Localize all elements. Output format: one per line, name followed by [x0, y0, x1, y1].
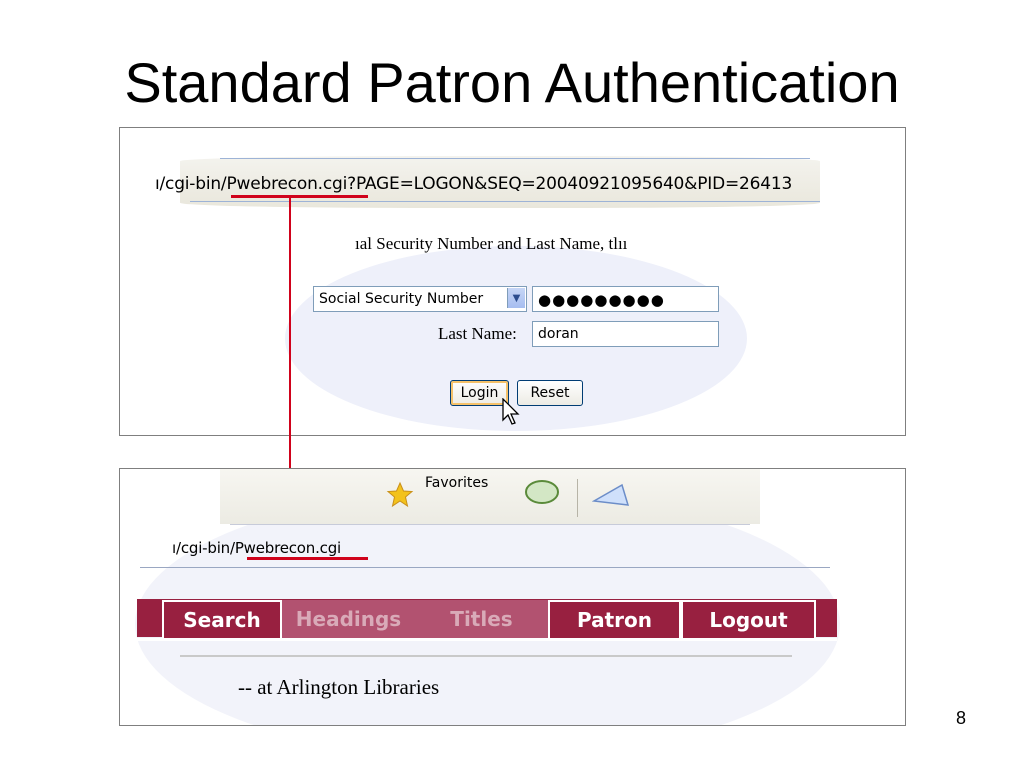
url-query: ?PAGE=LOGON&SEQ=20040921095640&PID=26413 — [347, 174, 793, 194]
mouse-pointer-icon — [502, 398, 520, 425]
tab-search[interactable]: Search — [162, 600, 282, 638]
page-number: 8 — [955, 708, 966, 728]
toolbar-bottom-line — [230, 524, 750, 525]
url-prefix: ı/cgi-bin/ — [155, 174, 227, 194]
address-bar-top-line — [220, 158, 810, 159]
last-name-input[interactable]: doran — [532, 321, 719, 347]
address-bar-bottom-line — [140, 567, 830, 568]
content-divider — [180, 655, 792, 657]
url-prefix: ı/cgi-bin/ — [172, 539, 235, 557]
id-number-input[interactable]: ●●●●●●●●● — [532, 286, 719, 312]
url-script: Pwebrecon.cgi — [226, 174, 348, 194]
history-icon — [525, 480, 559, 504]
reset-button[interactable]: Reset — [517, 380, 583, 406]
last-name-label: Last Name: — [438, 324, 517, 343]
id-type-value: Social Security Number — [319, 291, 484, 307]
favorites-label[interactable]: Favorites — [425, 475, 489, 491]
login-button[interactable]: Login — [450, 380, 509, 406]
star-favorites-icon — [386, 481, 414, 508]
address-bar-bottom-line — [190, 201, 820, 202]
tab-patron[interactable]: Patron — [548, 600, 681, 638]
toolbar-separator — [577, 479, 578, 517]
chevron-down-icon[interactable]: ▼ — [507, 288, 525, 308]
url-script-underline — [247, 557, 368, 560]
id-type-select[interactable]: Social Security Number ▼ — [313, 286, 527, 312]
url-script: Pwebrecon.cgi — [234, 539, 341, 557]
results-url: ı/cgi-bin/Pwebrecon.cgi — [172, 539, 341, 557]
login-instruction: ıal Security Number and Last Name, tlıı — [355, 234, 628, 253]
tab-headings[interactable]: Headings — [282, 600, 415, 638]
slide-title: Standard Patron Authentication — [124, 51, 900, 114]
url-script-underline — [231, 195, 368, 198]
library-heading: ‐‐ at Arlington Libraries — [238, 675, 440, 699]
login-url: ı/cgi-bin/Pwebrecon.cgi?PAGE=LOGON&SEQ=2… — [155, 174, 792, 194]
tab-titles[interactable]: Titles — [415, 600, 548, 638]
address-bar-strip — [180, 156, 820, 208]
connector-arrow-line — [289, 195, 291, 530]
nav-bar-underline — [137, 638, 837, 641]
tab-logout[interactable]: Logout — [681, 600, 816, 638]
toolbar-strip — [220, 469, 760, 524]
results-screenshot-panel: Favorites ı/cgi-bin/Pwebrecon.cgi Search… — [119, 468, 906, 726]
login-screenshot-panel: ı/cgi-bin/Pwebrecon.cgi?PAGE=LOGON&SEQ=2… — [119, 127, 906, 436]
mail-icon — [592, 483, 630, 506]
